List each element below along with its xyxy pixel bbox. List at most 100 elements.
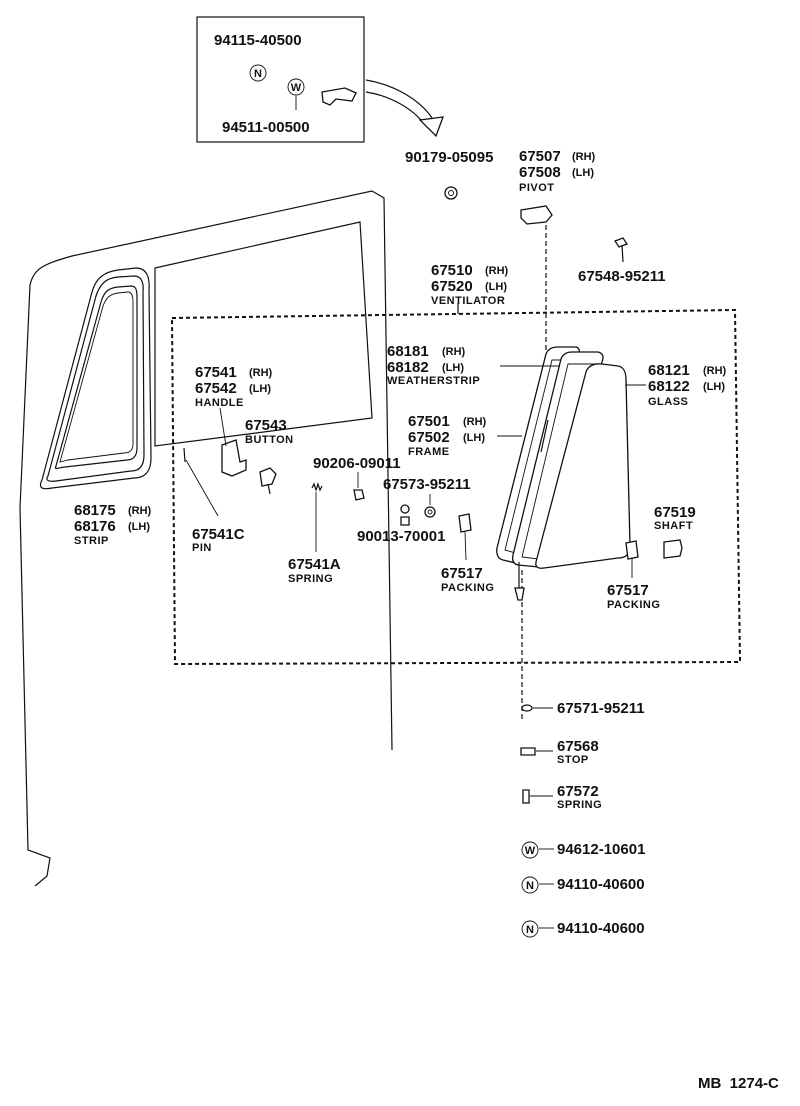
strip-innermost (59, 291, 134, 463)
handle-part (221, 439, 247, 477)
label-ws-rh-side: (RH) (442, 346, 466, 358)
part-90013-top (400, 504, 410, 514)
label-spring-a-name: SPRING (288, 573, 333, 585)
label-67548: 67548-95211 (578, 268, 666, 285)
label-ws-name: WEATHERSTRIP (387, 375, 480, 387)
screw-67548-leader (621, 244, 624, 263)
n-washer-symbol-stack-a (521, 876, 539, 894)
pivot-part (520, 205, 553, 225)
shaft-part (663, 539, 683, 559)
label-handle-rh-side: (RH) (249, 367, 273, 379)
packing-left-part (458, 513, 472, 533)
label-handle-name: HANDLE (195, 397, 244, 409)
label-shaft-name: SHAFT (654, 520, 693, 532)
w-washer-symbol-stack (521, 841, 539, 859)
frame-catch (540, 419, 549, 453)
label-strip-name: STRIP (74, 535, 109, 547)
label-94110-a: 94110-40600 (557, 876, 645, 893)
label-pivot-lh-side: (LH) (572, 167, 594, 179)
inset-border (196, 16, 365, 143)
label-handle-rh: 67541 (195, 364, 237, 381)
stop-part (520, 747, 536, 756)
label-strip-rh-side: (RH) (128, 505, 152, 517)
label-packing-right: 67517 (607, 582, 649, 599)
strip-outer (39, 267, 152, 490)
label-pivot-rh: 67507 (519, 148, 561, 165)
label-67573: 67573-95211 (383, 476, 471, 493)
label-glass-lh: 68122 (648, 378, 690, 395)
label-pivot-rh-side: (RH) (572, 151, 596, 163)
label-pivot-lh: 67508 (519, 164, 561, 181)
label-90206: 90206-09011 (313, 455, 401, 472)
part-67573-hole (427, 509, 433, 515)
label-pivot-name: PIVOT (519, 182, 555, 194)
label-strip-lh-side: (LH) (128, 521, 150, 533)
label-stop-name: STOP (557, 754, 589, 766)
label-frame-rh-side: (RH) (463, 416, 487, 428)
ventilator-assembly (496, 346, 631, 601)
label-strip-rh: 68175 (74, 502, 116, 519)
label-handle-lh: 67542 (195, 380, 237, 397)
label-pin-name: PIN (192, 542, 212, 554)
part-67571 (521, 704, 533, 712)
stack-symbol-n-a: N (526, 880, 534, 892)
label-frame-lh: 67502 (408, 429, 450, 446)
label-packing-left-name: PACKING (441, 582, 494, 594)
label-strip-lh: 68176 (74, 518, 116, 535)
footer-ref: MB 1274-C (698, 1075, 779, 1092)
pin-part (183, 447, 186, 463)
nut-90179 (444, 186, 458, 200)
part-90013 (400, 516, 410, 526)
label-spring-name: SPRING (557, 799, 602, 811)
label-vent-lh-side: (LH) (485, 281, 507, 293)
label-67571: 67571-95211 (557, 700, 645, 717)
label-glass-name: GLASS (648, 396, 688, 408)
label-glass-rh-side: (RH) (703, 365, 727, 377)
n-washer-symbol (249, 64, 267, 82)
frame-stem-tip (514, 587, 525, 601)
part-67573 (424, 506, 436, 518)
screw-67548 (614, 237, 628, 248)
label-pin: 67541C (192, 526, 245, 543)
strip-part (39, 267, 152, 490)
label-glass-lh-side: (LH) (703, 381, 725, 393)
label-stop: 67568 (557, 738, 599, 755)
label-packing-right-name: PACKING (607, 599, 660, 611)
packing-right-part (625, 540, 639, 560)
strip-mid (46, 275, 145, 482)
label-94110-b: 94110-40600 (557, 920, 645, 937)
spring-part (522, 789, 530, 804)
handle-leader (219, 407, 227, 447)
spring-a-part (311, 482, 323, 492)
label-ws-lh: 68182 (387, 359, 429, 376)
inset-arrow-head (418, 116, 444, 138)
label-packing-left: 67517 (441, 565, 483, 582)
label-shaft: 67519 (654, 504, 696, 521)
inset-part-lower: 94511-00500 (222, 119, 310, 136)
label-handle-lh-side: (LH) (249, 383, 271, 395)
label-vent-rh: 67510 (431, 262, 473, 279)
packing-left-leader (464, 531, 467, 561)
w-washer-symbol (287, 78, 305, 96)
strip-inner (54, 285, 138, 469)
part-90206 (353, 489, 365, 501)
inset-bracket-part (321, 87, 357, 106)
stack-symbol-n-b: N (526, 924, 534, 936)
label-frame-name: FRAME (408, 446, 450, 458)
nut-90179-hole (448, 190, 454, 196)
button-part (259, 467, 277, 487)
label-spring-a: 67541A (288, 556, 341, 573)
inset-symbol-n: N (254, 68, 262, 80)
door-window (154, 221, 373, 447)
label-94612: 94612-10601 (557, 841, 645, 858)
label-button: 67543 (245, 417, 287, 434)
label-spring: 67572 (557, 783, 599, 800)
label-frame-lh-side: (LH) (463, 432, 485, 444)
inset-box: 94115-40500 N W 94511-00500 (196, 16, 365, 143)
inset-arrow-inner (365, 91, 425, 125)
label-frame-rh: 67501 (408, 413, 450, 430)
label-button-name: BUTTON (245, 434, 294, 446)
n-washer-symbol-stack-b (521, 920, 539, 938)
inset-arrow (365, 79, 433, 119)
